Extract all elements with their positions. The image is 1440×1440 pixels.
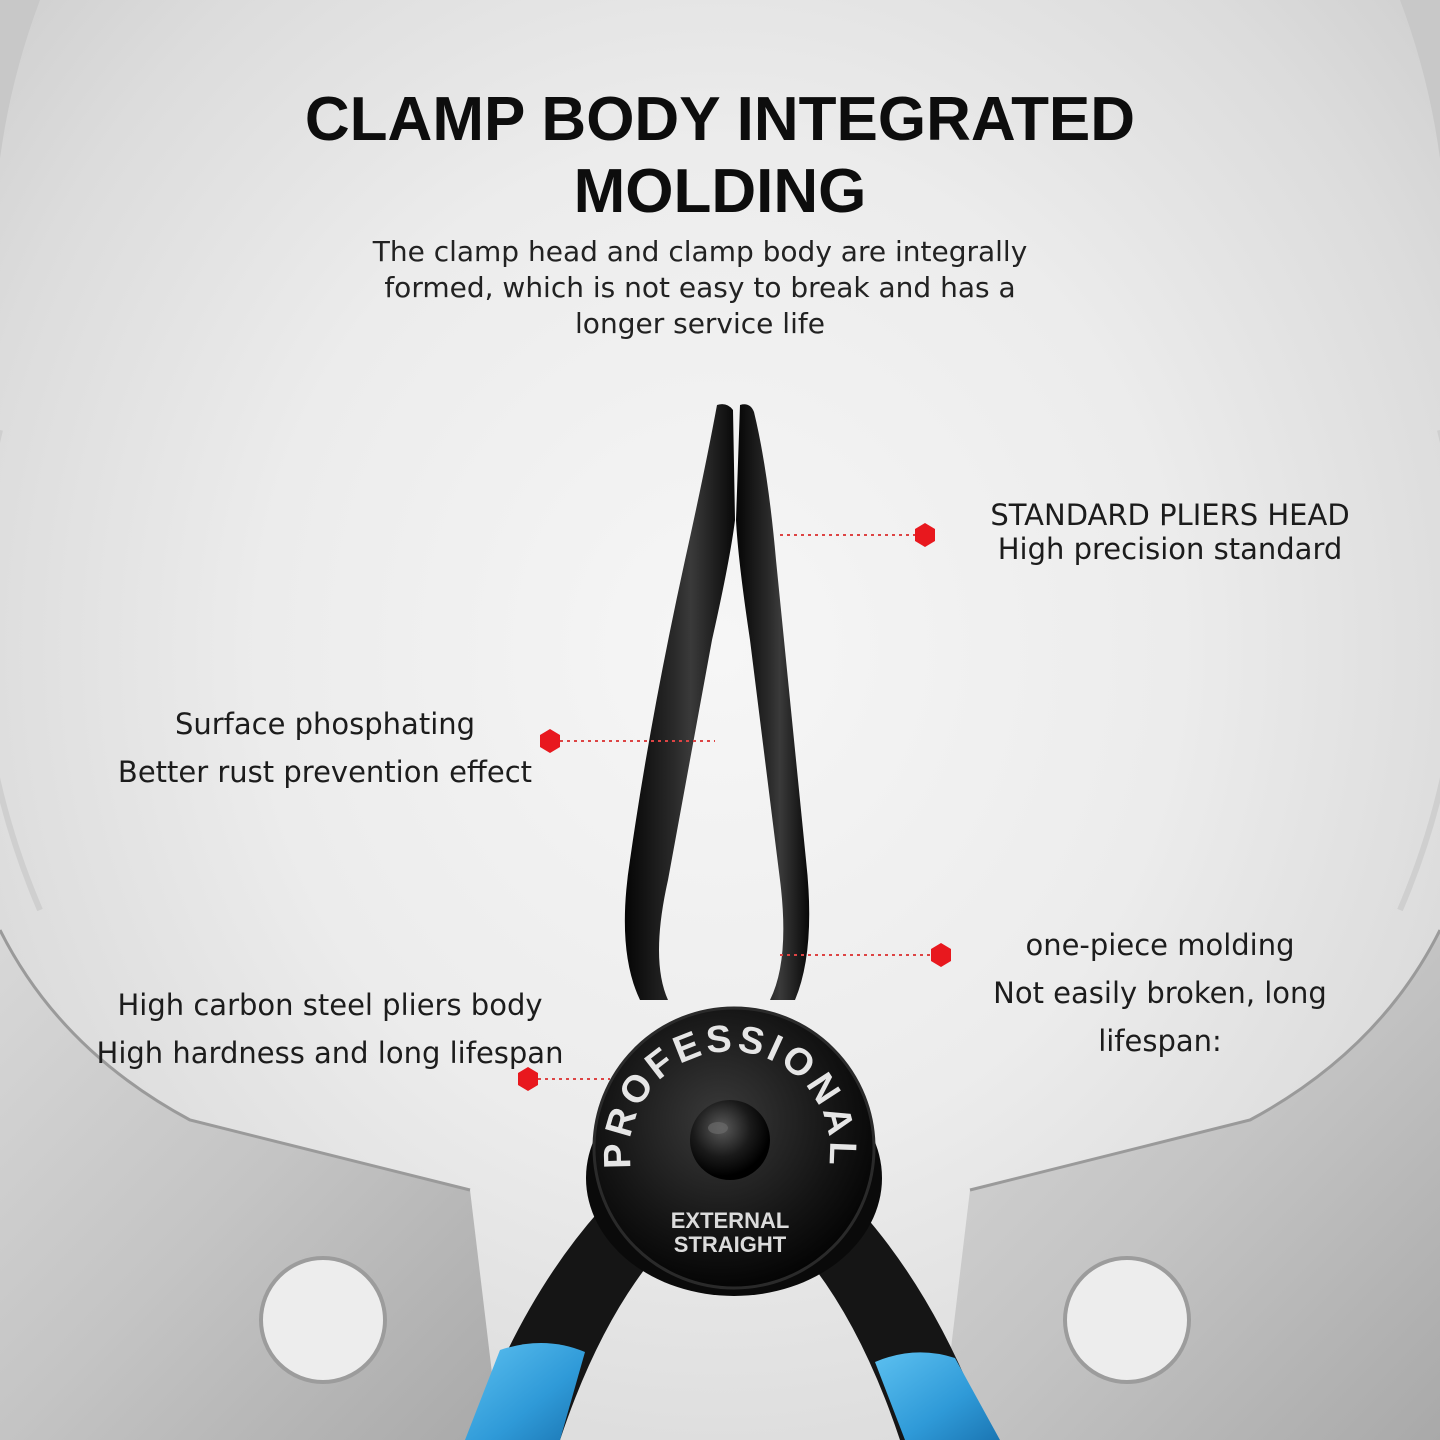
callout-text: lifespan: (1098, 1024, 1222, 1058)
callout-markers (518, 523, 951, 1091)
handle-grip-right (875, 1352, 1000, 1440)
pivot-label-line1: EXTERNAL (671, 1208, 790, 1233)
hexagon-marker-icon (518, 1067, 538, 1091)
ring-hole-left (259, 1256, 387, 1384)
subtitle-line: longer service life (575, 307, 825, 340)
callout-heading: High carbon steel pliers body (117, 988, 543, 1022)
title-line: MOLDING (573, 157, 867, 226)
page-subtitle: The clamp head and clamp body are integr… (340, 234, 1060, 342)
pivot-disc: PROFESSIONAL EXTERNAL STRAIGHT (586, 1006, 882, 1296)
pliers-jaws (624, 404, 810, 1000)
hexagon-marker-icon (915, 523, 935, 547)
callout-heading: STANDARD PLIERS HEAD (990, 498, 1350, 532)
callout-text: Not easily broken, long (993, 976, 1327, 1010)
subtitle-line: The clamp head and clamp body are integr… (372, 235, 1028, 268)
pivot-bolt (690, 1100, 770, 1180)
handle-grip-left (465, 1342, 585, 1440)
callout-one-piece-molding: one-piece molding Not easily broken, lon… (980, 921, 1340, 1065)
title-line: CLAMP BODY INTEGRATED (304, 85, 1136, 154)
pliers-handles (465, 1210, 1000, 1440)
ring-hole-right (1063, 1256, 1191, 1384)
callout-pliers-head: STANDARD PLIERS HEAD High precision stan… (960, 498, 1380, 566)
callout-pliers-body: High carbon steel pliers body High hardn… (80, 981, 580, 1077)
page-title: CLAMP BODY INTEGRATED MOLDING (220, 84, 1220, 228)
callout-text: High precision standard (997, 532, 1343, 566)
hexagon-marker-icon (540, 729, 560, 753)
callout-heading: one-piece molding (1025, 928, 1295, 962)
callout-heading: Surface phosphating (174, 707, 476, 741)
pivot-label-line2: STRAIGHT (674, 1232, 787, 1257)
subtitle-line: formed, which is not easy to break and h… (384, 271, 1016, 304)
callout-surface-phosphating: Surface phosphating Better rust preventi… (100, 700, 550, 796)
hexagon-marker-icon (931, 943, 951, 967)
callout-text: High hardness and long lifespan (96, 1036, 564, 1070)
callout-text: Better rust prevention effect (117, 755, 533, 789)
